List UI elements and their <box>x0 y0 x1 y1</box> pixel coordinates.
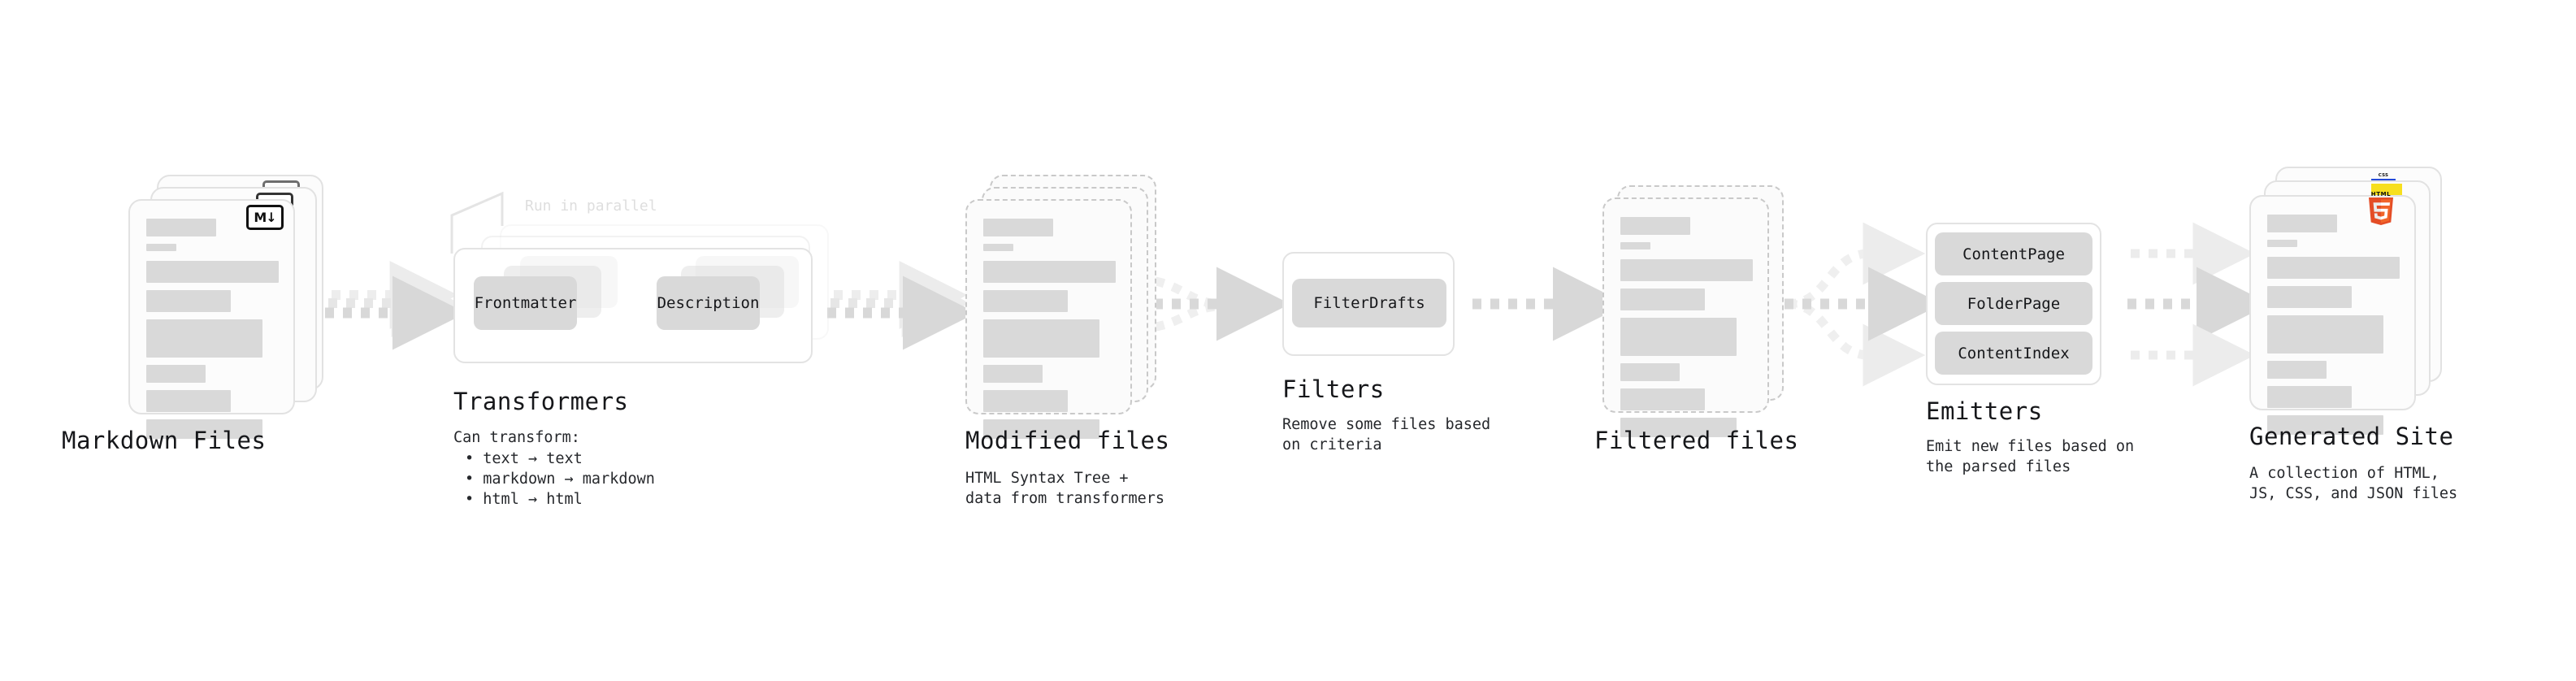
css3-icon-text: CSS <box>2378 173 2389 178</box>
emitters-description: Emit new files based on the parsed files <box>1926 438 2135 475</box>
emitter-chip-folderpage[interactable]: FolderPage <box>1935 282 2092 325</box>
skeleton-bar <box>1620 288 1706 310</box>
skeleton-bar <box>2267 415 2384 435</box>
skeleton-bar <box>983 390 1069 412</box>
html5-icon-shield <box>2368 197 2394 225</box>
skeleton-bar <box>146 319 263 358</box>
emitter-chip-folderpage-label: FolderPage <box>1967 294 2061 313</box>
bullet-label: html → html <box>483 491 583 508</box>
skeleton-bar <box>146 390 232 412</box>
arrow-filtered-to-emitters <box>1785 222 1942 387</box>
skeleton-bar <box>1620 418 1737 437</box>
stage-label-generated-site: Generated Site <box>2249 423 2454 450</box>
html5-icon-text: HTML <box>2370 191 2392 197</box>
bullet-label: text → text <box>483 450 583 467</box>
stage-label-transformers: Transformers <box>453 388 629 415</box>
generated-site-description: A collection of HTML, JS, CSS, and JSON … <box>2249 465 2458 502</box>
skeleton-bar <box>2267 286 2353 308</box>
skeleton-bar <box>1620 388 1706 410</box>
document-skeleton <box>2267 215 2400 435</box>
html5-icon: HTML <box>2366 191 2396 225</box>
skeleton-bar <box>2267 240 2298 247</box>
stage-label-filtered-files: Filtered files <box>1594 427 1799 454</box>
bullet-item: • markdown → markdown <box>465 471 655 488</box>
skeleton-bar <box>983 290 1069 312</box>
arrow-transformers-to-modified <box>827 261 977 350</box>
transformer-chip-frontmatter[interactable]: Frontmatter <box>474 276 577 330</box>
skeleton-bar <box>2267 315 2384 354</box>
javascript-icon <box>2371 184 2402 197</box>
stage-label-modified-files: Modified files <box>965 427 1170 454</box>
document-skeleton <box>146 219 279 439</box>
skeleton-bar <box>146 219 217 236</box>
skeleton-bar <box>983 244 1014 251</box>
skeleton-bar <box>1620 217 1691 235</box>
skeleton-bar <box>146 365 206 383</box>
modified-files-description: HTML Syntax Tree + data from transformer… <box>965 470 1165 507</box>
filters-description: Remove some files based on criteria <box>1282 416 1491 453</box>
skeleton-bar <box>1620 363 1680 381</box>
emitter-chip-contentpage[interactable]: ContentPage <box>1935 232 2092 275</box>
transformers-bullet-list: • text → text • markdown → markdown • ht… <box>465 449 655 510</box>
markdown-icon: M↓ <box>246 205 284 230</box>
skeleton-bar <box>146 419 263 439</box>
arrow-emitters-to-site <box>2127 222 2270 387</box>
skeleton-bar <box>2267 361 2327 379</box>
document-card-front <box>128 199 295 439</box>
transformer-chip-description[interactable]: Description <box>657 276 760 330</box>
skeleton-bar <box>146 290 232 312</box>
document-card-front <box>1602 197 1769 437</box>
skeleton-bar <box>2267 386 2353 408</box>
bullet-label: markdown → markdown <box>483 471 655 488</box>
emitter-chip-contentindex[interactable]: ContentIndex <box>1935 332 2092 375</box>
bullet-item: • text → text <box>465 450 583 467</box>
skeleton-bar <box>146 261 279 283</box>
bullet-item: • html → html <box>465 491 583 508</box>
filter-chip-filterdrafts-label: FilterDrafts <box>1313 294 1425 312</box>
run-in-parallel-label: Run in parallel <box>525 197 657 215</box>
document-skeleton <box>983 219 1116 439</box>
stage-label-filters: Filters <box>1282 375 1385 403</box>
skeleton-bar <box>983 261 1116 283</box>
skeleton-bar <box>983 219 1054 236</box>
skeleton-bar <box>1620 259 1753 281</box>
transformers-description: Can transform: <box>453 429 580 446</box>
transformer-chip-description-label: Description <box>657 294 760 312</box>
skeleton-bar <box>983 365 1043 383</box>
skeleton-bar <box>983 419 1100 439</box>
document-card-front <box>2249 195 2416 435</box>
stage-label-emitters: Emitters <box>1926 397 2043 425</box>
skeleton-bar <box>1620 318 1737 356</box>
document-skeleton <box>1620 217 1753 437</box>
skeleton-bar <box>983 319 1100 358</box>
skeleton-bar <box>146 244 177 251</box>
transformer-chip-frontmatter-label: Frontmatter <box>474 294 577 312</box>
skeleton-bar <box>2267 257 2400 279</box>
filter-chip-filterdrafts[interactable]: FilterDrafts <box>1292 279 1446 327</box>
document-card-front <box>965 199 1132 439</box>
stage-label-markdown-files: Markdown Files <box>62 427 267 454</box>
emitter-chip-contentindex-label: ContentIndex <box>1958 344 2070 362</box>
skeleton-bar <box>2267 215 2338 232</box>
skeleton-bar <box>1620 242 1651 249</box>
emitter-chip-contentpage-label: ContentPage <box>1962 245 2065 263</box>
